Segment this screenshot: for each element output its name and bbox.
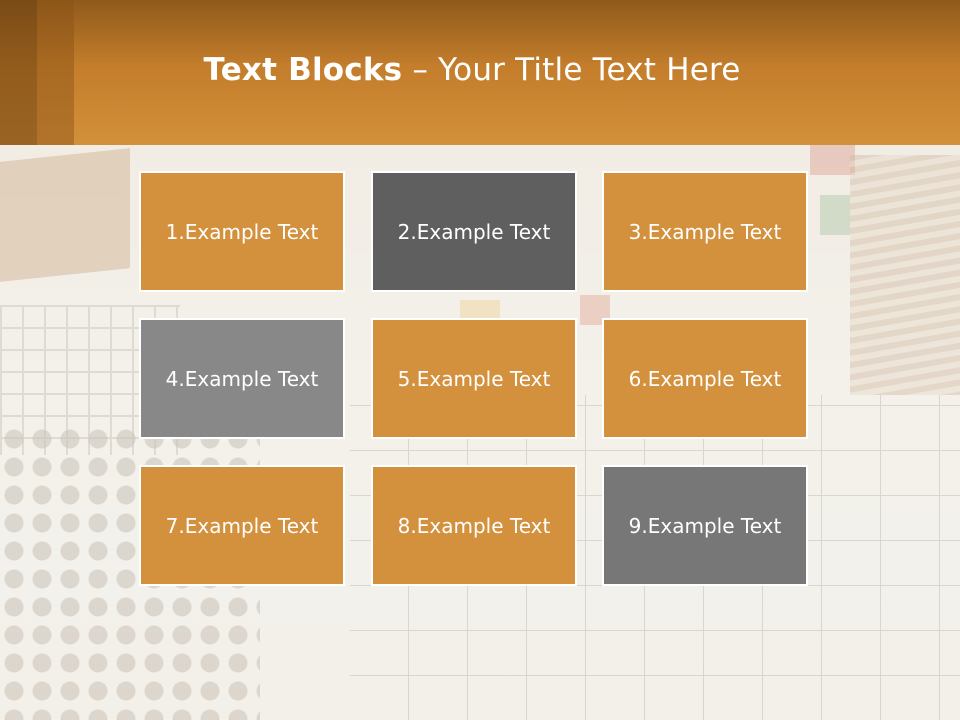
text-block-1[interactable]: 1.Example Text bbox=[139, 171, 345, 292]
block-label: 3.Example Text bbox=[628, 219, 782, 244]
text-block-9[interactable]: 9.Example Text bbox=[602, 465, 808, 586]
block-label: 4.Example Text bbox=[165, 366, 319, 391]
block-label: 1.Example Text bbox=[165, 219, 319, 244]
text-block-8[interactable]: 8.Example Text bbox=[371, 465, 577, 586]
block-label: 5.Example Text bbox=[397, 366, 551, 391]
text-block-4[interactable]: 4.Example Text bbox=[139, 318, 345, 439]
text-block-5[interactable]: 5.Example Text bbox=[371, 318, 577, 439]
title-rest: – Your Title Text Here bbox=[402, 52, 741, 88]
block-label: 6.Example Text bbox=[628, 366, 782, 391]
block-label: 9.Example Text bbox=[628, 513, 782, 538]
block-label: 2.Example Text bbox=[397, 219, 551, 244]
block-label: 8.Example Text bbox=[397, 513, 551, 538]
slide-title: Text Blocks – Your Title Text Here bbox=[0, 52, 944, 88]
text-block-3[interactable]: 3.Example Text bbox=[602, 171, 808, 292]
block-label: 7.Example Text bbox=[165, 513, 319, 538]
text-block-7[interactable]: 7.Example Text bbox=[139, 465, 345, 586]
text-block-2[interactable]: 2.Example Text bbox=[371, 171, 577, 292]
text-block-6[interactable]: 6.Example Text bbox=[602, 318, 808, 439]
header-band bbox=[0, 0, 960, 145]
title-bold: Text Blocks bbox=[203, 52, 403, 88]
